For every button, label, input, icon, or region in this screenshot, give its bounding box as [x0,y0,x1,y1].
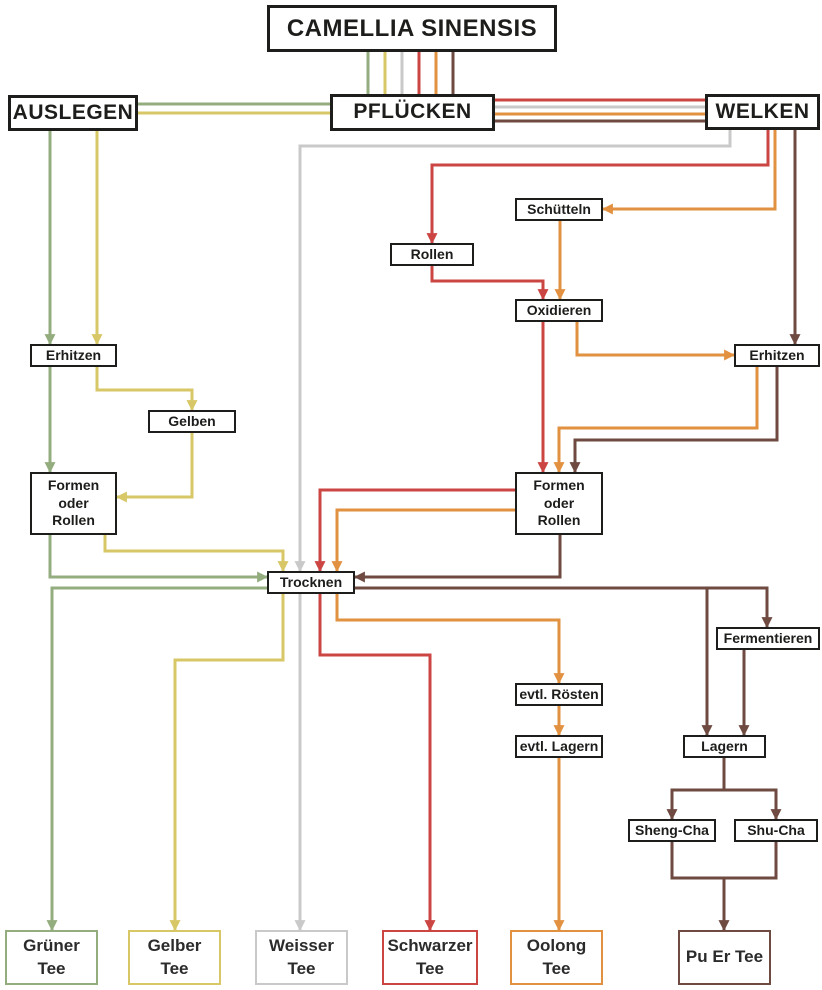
flow-edge-yellow [103,535,289,573]
node-gelben: Gelben [148,410,236,433]
node-shu-cha: Shu-Cha [734,819,818,842]
node-camellia-sinensis: CAMELLIA SINENSIS [267,5,557,52]
flow-edge-brown [724,788,782,821]
tea-pu-er-tee: Pu Er Tee [678,930,771,985]
flow-edge-yellow [169,594,285,932]
node-auslegen: AUSLEGEN [8,95,138,131]
node-pfluecken: PFLÜCKEN [330,94,495,131]
node-erhitzen-links: Erhitzen [30,344,117,367]
flow-edge-green [48,535,269,583]
node-schuetteln: Schütteln [515,198,603,221]
flow-edge-red [314,488,515,573]
flow-edge-orange [553,367,759,474]
flow-edge-orange [331,508,515,573]
node-rollen: Rollen [390,243,474,266]
node-erhitzen-rechts: Erhitzen [734,344,820,367]
tea-gelber-tee: Gelber Tee [128,930,221,985]
node-evtl-roesten: evtl. Rösten [515,683,603,706]
node-fermentieren: Fermentieren [716,627,820,650]
flow-edge-orange [601,130,777,215]
flow-edge-red [318,594,436,932]
flow-edge-gray [294,130,732,573]
node-sheng-cha: Sheng-Cha [628,819,716,842]
flow-edge-orange [335,594,565,685]
flow-edge-brown [670,842,778,880]
node-evtl-lagern: evtl. Lagern [515,735,603,758]
tea-schwarzer-tee: Schwarzer Tee [382,930,478,985]
flow-edge-orange [575,322,736,361]
flow-edge-green [46,586,267,932]
node-trocknen: Trocknen [267,571,355,594]
flow-edge-yellow [115,433,194,503]
flow-edge-red [426,130,770,245]
node-formen-oder-rollen-rechts: Formen oder Rollen [515,472,603,535]
node-formen-oder-rollen-links: Formen oder Rollen [30,472,117,535]
tea-gruener-tee: Grüner Tee [5,930,98,985]
tea-oolong-tee: Oolong Tee [510,930,603,985]
flow-edge-brown [666,788,724,821]
tea-weisser-tee: Weisser Tee [255,930,348,985]
flow-edge-red [430,266,549,301]
flow-edge-brown [355,586,773,629]
flow-edge-brown [353,535,562,583]
node-welken: WELKEN [705,94,820,130]
flow-edge-brown [569,367,779,474]
node-oxidieren: Oxidieren [515,299,603,322]
flow-edge-yellow [95,367,198,412]
node-lagern: Lagern [683,735,766,758]
